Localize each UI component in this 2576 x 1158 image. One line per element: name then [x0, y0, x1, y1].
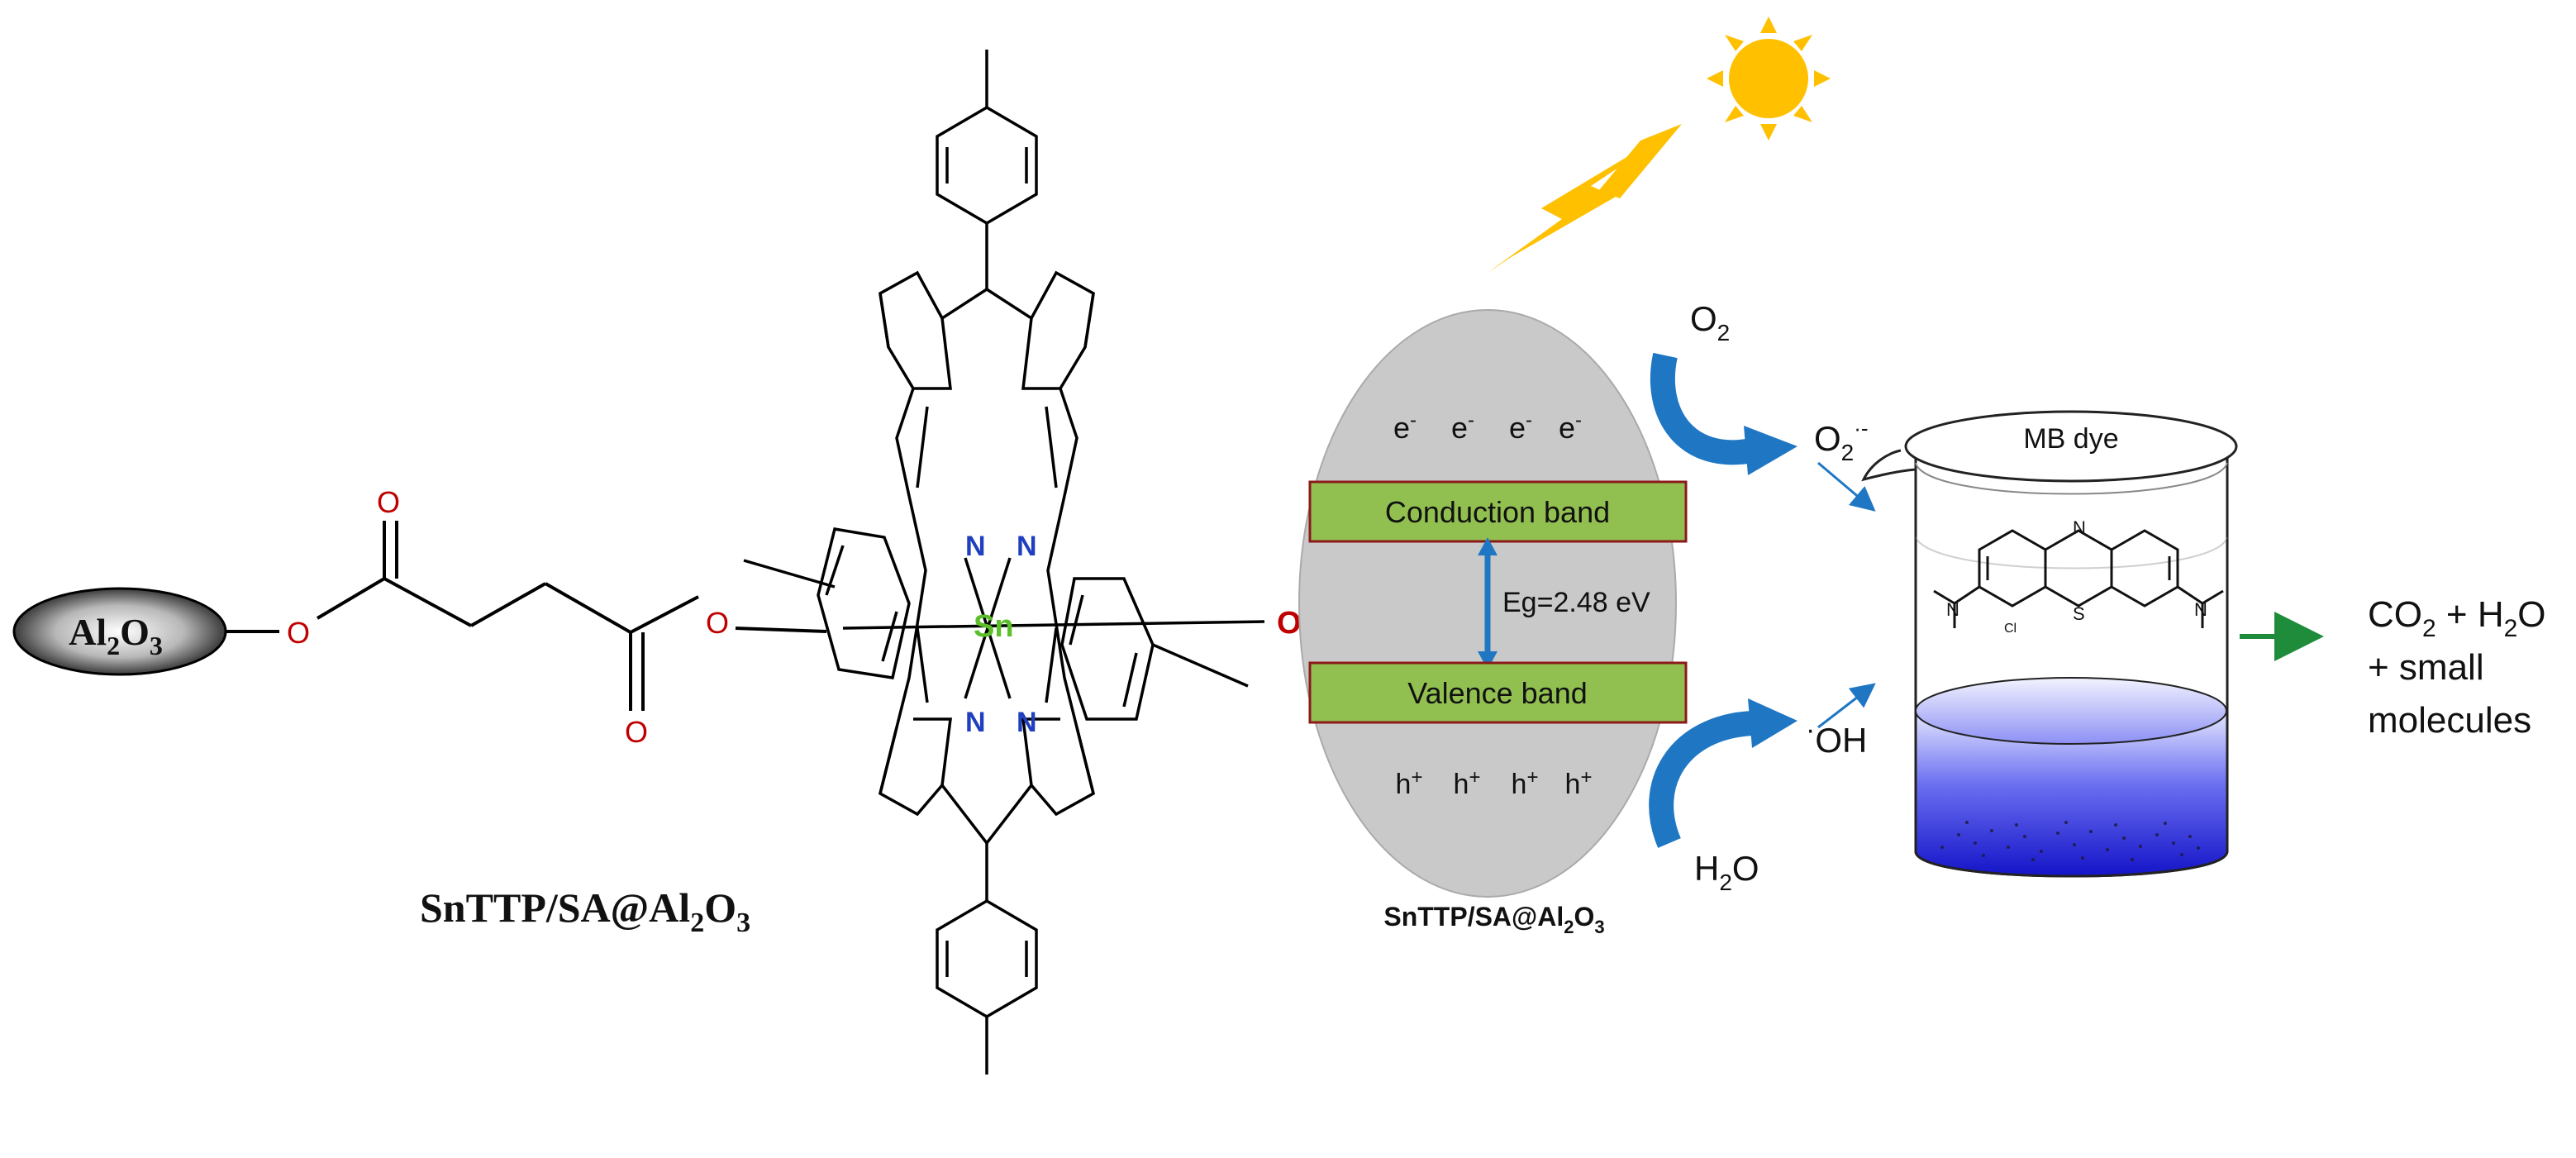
water-oxidation-arrow	[1649, 698, 1797, 848]
tin-atom: Sn	[974, 609, 1014, 644]
mb-sulfur: S	[2073, 603, 2085, 624]
svg-text:h+: h+	[1565, 766, 1593, 800]
carbonyl-oxygen-1: O	[377, 485, 400, 519]
svg-text:e-: e-	[1559, 409, 1582, 445]
superoxide-label: O2·-	[1814, 416, 1869, 465]
al2o3-support: Al2O3	[12, 587, 227, 676]
nitrogen-atom-2: N	[1017, 531, 1037, 562]
carbonyl-oxygen-2: O	[625, 715, 648, 749]
svg-text:molecules: molecules	[2368, 700, 2531, 741]
valence-band: Valence band	[1308, 661, 1688, 724]
nitrogen-atom-1: N	[965, 531, 986, 562]
succinate-linker	[226, 521, 827, 711]
nitrogen-atom-4: N	[1017, 707, 1037, 738]
svg-text:e-: e-	[1509, 409, 1532, 445]
mb-nitrogen-right: N	[2194, 599, 2207, 620]
sun-icon	[1707, 17, 1831, 141]
svg-text:h+: h+	[1512, 766, 1539, 800]
mb-nitrogen-left: N	[1946, 599, 1959, 620]
porphyrin	[743, 50, 1265, 1075]
catalyst-label: SnTTP/SA@Al2O3	[1383, 902, 1604, 937]
oxygen-reduction-arrow	[1650, 352, 1797, 475]
svg-text:Conduction band: Conduction band	[1385, 495, 1610, 529]
hydroxyl-to-dye-arrow	[1817, 683, 1876, 729]
methylene-blue-structure	[1933, 529, 2224, 628]
band-gap-arrow: Eg=2.48 eV	[1478, 537, 1650, 670]
lightning-bolt	[1488, 124, 1682, 273]
ester-oxygen-1: O	[287, 616, 310, 650]
svg-text:Valence band: Valence band	[1407, 676, 1588, 710]
linker-oxygens: O O O O	[287, 485, 729, 749]
superoxide-to-dye-arrow	[1817, 461, 1876, 512]
oxygen-label: O2	[1690, 299, 1730, 345]
mb-chloride: Cl	[2004, 622, 2017, 636]
ester-oxygen-2: O	[706, 606, 729, 640]
mb-nitrogen: N	[2073, 517, 2086, 538]
methylene-blue-atoms: N S N N Cl	[1946, 517, 2207, 636]
svg-text:e-: e-	[1451, 409, 1474, 445]
svg-text:h+: h+	[1454, 766, 1481, 800]
conduction-band: Conduction band	[1308, 480, 1688, 543]
beaker: MB dye	[1861, 410, 2238, 878]
svg-text:Al2O3: Al2O3	[69, 611, 163, 660]
band-gap-label: Eg=2.48 eV	[1502, 587, 1650, 618]
svg-text:e-: e-	[1393, 409, 1417, 445]
holes: h+ h+ h+ h+	[1396, 766, 1593, 800]
beaker-label: MB dye	[2023, 423, 2118, 455]
hydroxyl-radical-label: ·OH	[1806, 714, 1867, 760]
electrons: e- e- e- e-	[1393, 409, 1582, 445]
svg-text:+ small: + small	[2368, 647, 2484, 688]
nitrogen-atom-3: N	[965, 707, 986, 738]
porphyrin-atoms: N N N N Sn OH	[965, 531, 1324, 738]
water-label: H2O	[1694, 849, 1759, 895]
compound-name: SnTTP/SA@Al2O3	[420, 884, 750, 938]
svg-text:h+: h+	[1396, 766, 1423, 800]
products: CO2 + H2O + small molecules	[2368, 594, 2546, 741]
support-label: Al	[69, 611, 107, 653]
svg-text:CO2 + H2O: CO2 + H2O	[2368, 594, 2546, 642]
